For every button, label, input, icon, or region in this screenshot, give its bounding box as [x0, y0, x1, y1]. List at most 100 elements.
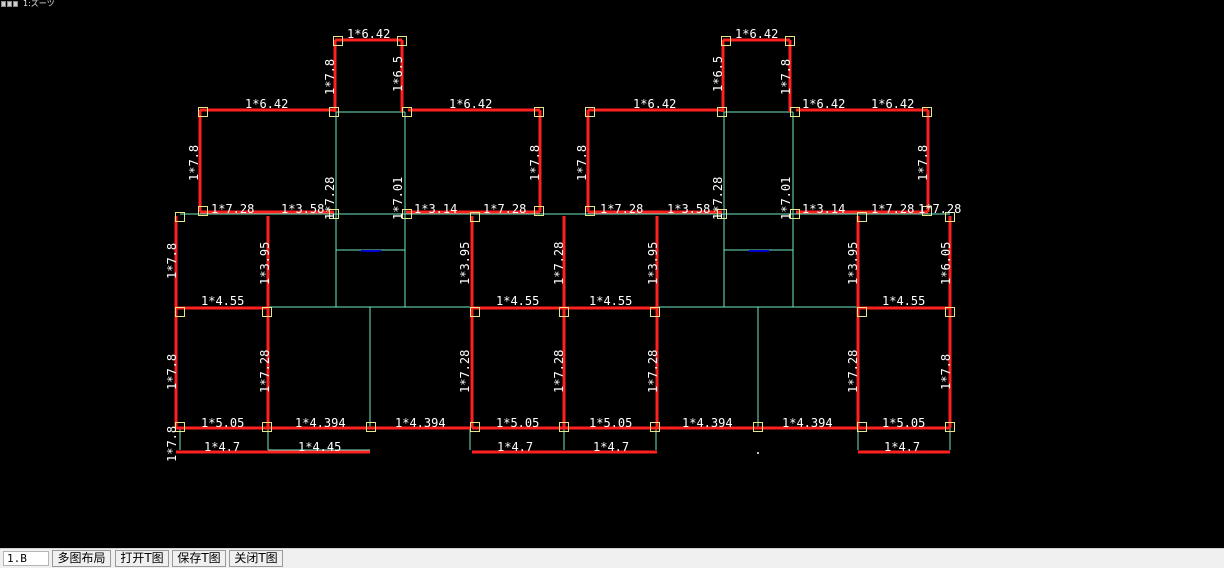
- column-marker: [198, 206, 208, 216]
- layer-field[interactable]: 1.B: [3, 551, 49, 566]
- column-marker: [175, 422, 185, 432]
- beam-label: 1*6.42: [347, 27, 390, 41]
- column-marker: [366, 422, 376, 432]
- maximize-icon[interactable]: [13, 1, 18, 7]
- multi-layout-button[interactable]: 多图布局: [52, 550, 111, 567]
- beam-label: 1*3.95: [646, 242, 660, 285]
- beam-label: 1*6.42: [633, 97, 676, 111]
- beam-label: 1*7.28: [211, 202, 254, 216]
- beam-label: 1*4.55: [589, 294, 632, 308]
- beam-label: 1*6.42: [245, 97, 288, 111]
- column-marker: [262, 422, 272, 432]
- column-marker: [329, 107, 339, 117]
- column-marker: [333, 36, 343, 46]
- beam-label: 1*6.5: [391, 56, 405, 92]
- beam-label: 1*7.28: [711, 177, 725, 220]
- column-marker: [559, 307, 569, 317]
- beam-label: 1*3.95: [846, 242, 860, 285]
- column-marker: [650, 307, 660, 317]
- beam-label: 1*7.28: [483, 202, 526, 216]
- beam-label: 1*7.28: [552, 350, 566, 393]
- beam-label: 1*4.394: [395, 416, 446, 430]
- columns: [175, 36, 955, 432]
- beam-label: 1*4.7: [884, 440, 920, 454]
- beam-label: 1*7.8: [165, 354, 179, 390]
- beam-label: 1*3.58: [667, 202, 710, 216]
- column-marker: [534, 107, 544, 117]
- save-t-drawing-button[interactable]: 保存T图: [172, 550, 226, 567]
- beam-label: 1*3.95: [458, 242, 472, 285]
- column-marker: [785, 36, 795, 46]
- beam-label: 1*7.28: [552, 242, 566, 285]
- column-marker: [922, 206, 932, 216]
- beam-label: 1*6.42: [735, 27, 778, 41]
- beam-label: 1*6.42: [802, 97, 845, 111]
- beam-label: 1*7.8: [528, 145, 542, 181]
- window-title: 1:ズーツ: [23, 0, 55, 8]
- beam-label: 1*4.55: [882, 294, 925, 308]
- status-bar: 1.B 多图布局 打开T图 保存T图 关闭T图: [0, 548, 1224, 568]
- column-marker: [175, 212, 185, 222]
- column-marker: [945, 307, 955, 317]
- beam-label: 1*7.8: [165, 426, 179, 462]
- beam-label: 1*4.7: [497, 440, 533, 454]
- beam-label: 1*5.05: [882, 416, 925, 430]
- beam-label: 1*7.28: [846, 350, 860, 393]
- column-marker: [650, 422, 660, 432]
- column-marker: [721, 36, 731, 46]
- beam-label: 1*3.58: [281, 202, 324, 216]
- beam-label: 1*7.01: [391, 177, 405, 220]
- beam-label: 1*7.8: [575, 145, 589, 181]
- beam-label: 1*7.01: [779, 177, 793, 220]
- beam-label: 1*4.7: [593, 440, 629, 454]
- title-bar: 1:ズーツ: [0, 0, 1224, 10]
- minimize-icon[interactable]: [7, 1, 12, 7]
- beam-label: 1*7.28: [871, 202, 914, 216]
- system-menu-icon[interactable]: [1, 1, 6, 7]
- column-marker: [857, 307, 867, 317]
- column-marker: [402, 107, 412, 117]
- beam-label: 1*4.394: [782, 416, 833, 430]
- beam-label: 1*5.05: [589, 416, 632, 430]
- close-t-drawing-button[interactable]: 关闭T图: [229, 550, 283, 567]
- column-marker: [585, 107, 595, 117]
- beam-label: 1*5.05: [496, 416, 539, 430]
- column-marker: [857, 422, 867, 432]
- column-marker: [945, 422, 955, 432]
- beam-label: 1*6.42: [871, 97, 914, 111]
- column-marker: [790, 209, 800, 219]
- beam-label: 1*7.28: [258, 350, 272, 393]
- column-marker: [945, 212, 955, 222]
- column-marker: [857, 212, 867, 222]
- beam-label: 1*4.394: [295, 416, 346, 430]
- column-marker: [753, 422, 763, 432]
- beam-label: 1*4.55: [201, 294, 244, 308]
- column-marker: [922, 107, 932, 117]
- beam-label: 1*7.8: [165, 243, 179, 279]
- column-marker: [470, 422, 480, 432]
- column-marker: [790, 107, 800, 117]
- column-marker: [262, 307, 272, 317]
- column-marker: [198, 107, 208, 117]
- beam-label: 1*4.55: [496, 294, 539, 308]
- column-marker: [470, 212, 480, 222]
- column-marker: [585, 206, 595, 216]
- column-marker: [717, 209, 727, 219]
- column-marker: [559, 422, 569, 432]
- beam-label: 1*7.8: [779, 59, 793, 95]
- open-t-drawing-button[interactable]: 打开T图: [115, 550, 169, 567]
- beam-label: 1*7.8: [916, 145, 930, 181]
- drawing-canvas[interactable]: 1*6.42 1*6.42 1*6.42 1*6.42 1*6.42 1*6.4…: [0, 10, 1224, 548]
- beam-label: 1*3.95: [258, 242, 272, 285]
- beam-label: 1*6.5: [711, 56, 725, 92]
- beam-label: 1*4.394: [682, 416, 733, 430]
- column-marker: [397, 36, 407, 46]
- beam-label: 1*7.28: [323, 177, 337, 220]
- beam-label: 1*6.05: [939, 242, 953, 285]
- beam-label: 1*7.8: [939, 354, 953, 390]
- beam-label: 1*6.42: [449, 97, 492, 111]
- beam-label: 1*7.28: [458, 350, 472, 393]
- column-marker: [717, 107, 727, 117]
- beam-label: 1*7.28: [600, 202, 643, 216]
- column-marker: [402, 209, 412, 219]
